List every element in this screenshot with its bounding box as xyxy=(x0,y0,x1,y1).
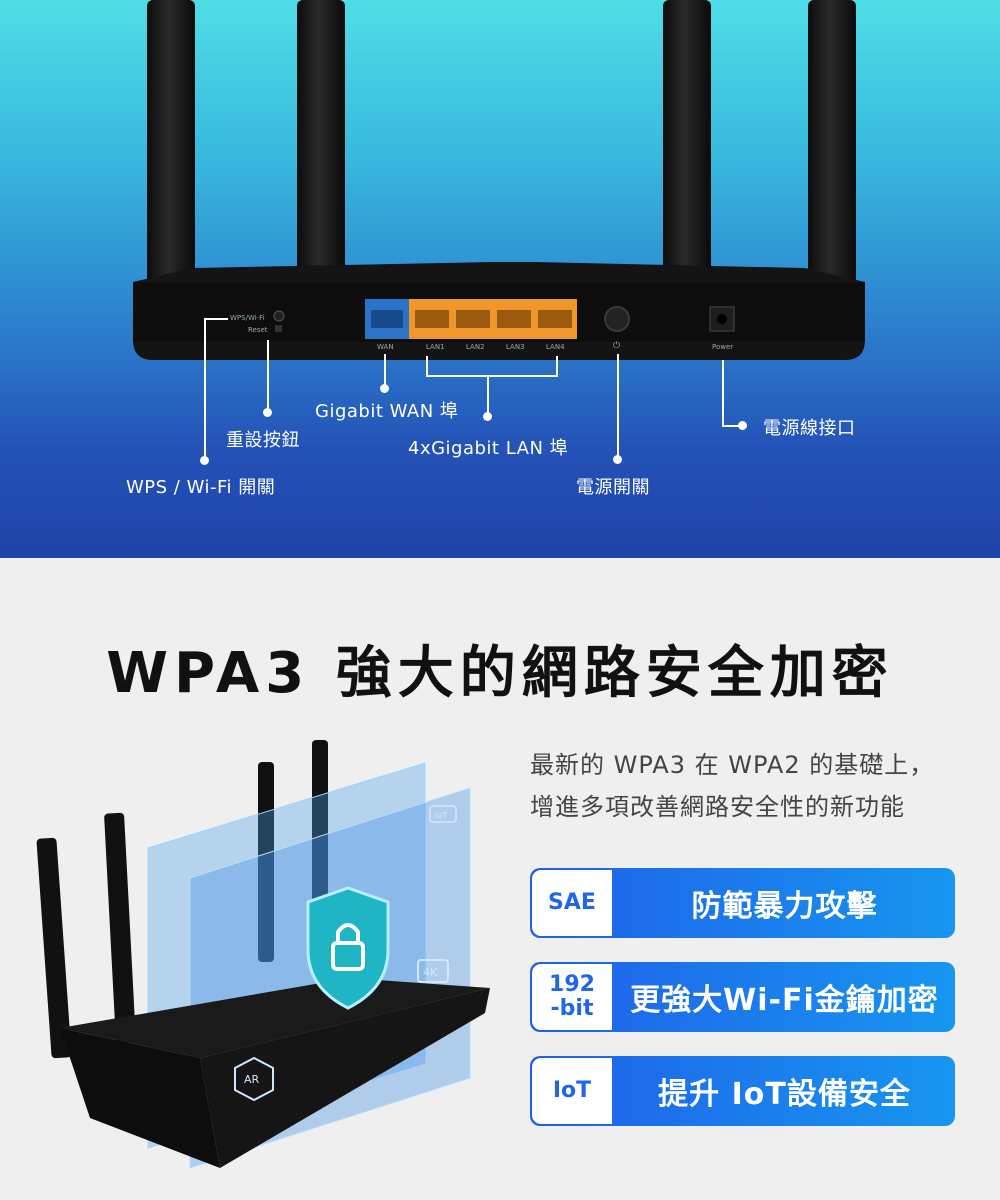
lan-bracket xyxy=(426,375,558,377)
reset-leader xyxy=(267,340,269,412)
feature-192bit: 192 -bit 更強大Wi-Fi金鑰加密 xyxy=(530,962,955,1032)
router-label-power: Power xyxy=(712,343,734,351)
power-switch-dot xyxy=(613,455,622,464)
wpa3-section: WPA3 強大的網路安全加密 4K AR IoT 最新的 WPA3 在 WPA2… xyxy=(0,558,1000,1200)
callout-power-port: 電源線接口 xyxy=(763,418,856,439)
router-label-lan2: LAN2 xyxy=(466,343,485,351)
feature-tag-line-1: 192 xyxy=(549,972,595,997)
lan-bracket xyxy=(556,356,558,376)
callout-lan: 4xGigabit LAN 埠 xyxy=(408,438,569,459)
wan-leader xyxy=(384,354,386,388)
router-label-wps: WPS/Wi-Fi xyxy=(230,314,265,322)
badge-ar: AR xyxy=(244,1073,260,1086)
feature-iot: IoT 提升 IoT設備安全 xyxy=(530,1056,955,1126)
router-ports-section: WPS/Wi-Fi Reset WAN LAN1 LAN2 LAN3 LAN4 … xyxy=(0,0,1000,558)
wan-dot xyxy=(380,384,389,393)
feature-text: 提升 IoT設備安全 xyxy=(658,1077,911,1112)
feature-tag: IoT xyxy=(532,1058,612,1124)
feature-sae: SAE 防範暴力攻擊 xyxy=(530,868,955,938)
feature-text: 防範暴力攻擊 xyxy=(691,889,878,924)
lan-dot xyxy=(483,412,492,421)
wps-dot xyxy=(200,456,209,465)
reset-dot xyxy=(263,408,272,417)
lan-leader xyxy=(487,375,489,415)
feature-tag-line-2: -bit xyxy=(550,996,594,1021)
feature-tag: SAE xyxy=(532,870,612,936)
feature-text: 更強大Wi-Fi金鑰加密 xyxy=(630,983,939,1018)
power-switch-leader xyxy=(617,354,619,458)
badge-iot: IoT xyxy=(435,811,447,820)
power-port-leader xyxy=(722,425,742,427)
callout-wps: WPS / Wi-Fi 開關 xyxy=(126,477,276,498)
router-label-lan4: LAN4 xyxy=(546,343,565,351)
wpa3-description: 最新的 WPA3 在 WPA2 的基礎上， 增進多項改善網路安全性的新功能 xyxy=(530,744,970,828)
router-back-panel xyxy=(133,262,865,360)
router-security-illustration: 4K AR IoT xyxy=(36,740,490,1169)
lan-bracket xyxy=(426,356,428,376)
callout-wan: Gigabit WAN 埠 xyxy=(315,401,459,422)
page-title: WPA3 強大的網路安全加密 xyxy=(106,641,894,706)
power-icon: ⏻ xyxy=(613,341,621,351)
description-line-2: 增進多項改善網路安全性的新功能 xyxy=(530,793,905,821)
router-label-wan: WAN xyxy=(377,343,394,351)
callout-reset: 重設按鈕 xyxy=(226,430,300,451)
router-label-lan1: LAN1 xyxy=(426,343,445,351)
router-label-lan3: LAN3 xyxy=(506,343,525,351)
power-port-leader xyxy=(722,360,724,426)
wps-leader xyxy=(204,318,228,320)
callout-power-switch: 電源開關 xyxy=(576,477,650,498)
wps-leader xyxy=(204,318,206,460)
feature-tag: 192 -bit xyxy=(532,964,612,1030)
power-port-dot xyxy=(738,421,747,430)
router-label-reset: Reset xyxy=(248,326,268,334)
description-line-1: 最新的 WPA3 在 WPA2 的基礎上， xyxy=(530,751,935,779)
badge-4k: 4K xyxy=(423,966,438,979)
